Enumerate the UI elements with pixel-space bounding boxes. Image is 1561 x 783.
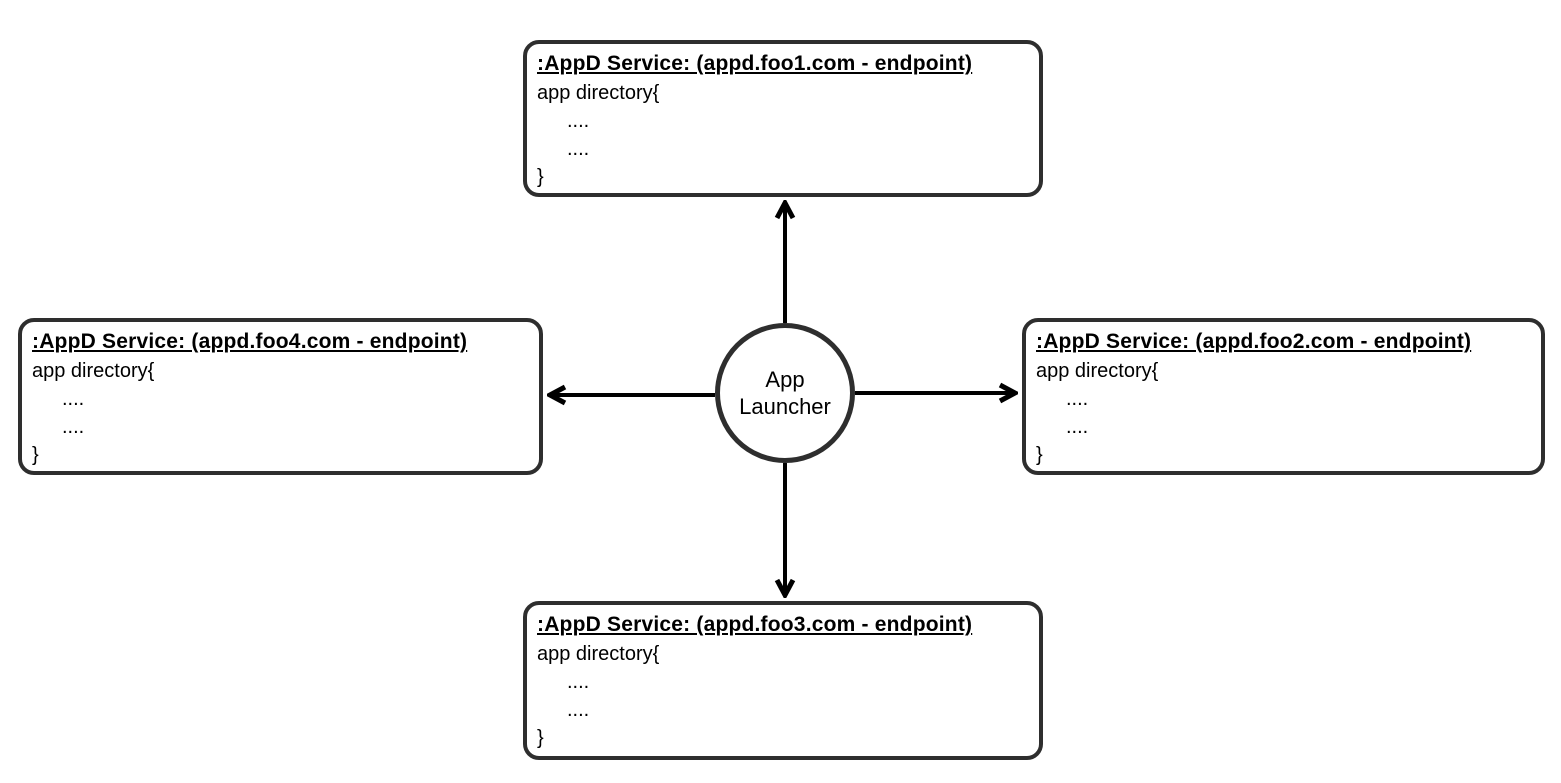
service-box-body-line: .... [62,388,85,410]
app-launcher-node: App Launcher [715,323,855,463]
service-box-title: :AppD Service: (appd.foo3.com - endpoint… [537,613,973,636]
service-box-body-line: app directory{ [537,643,660,665]
service-box-body-line: } [1036,444,1043,466]
service-box-body-line: .... [1066,388,1089,410]
service-box-foo4: :AppD Service: (appd.foo4.com - endpoint… [18,318,543,475]
service-box-body-line: app directory{ [32,360,155,382]
service-box-body-line: } [32,444,39,466]
service-box-title: :AppD Service: (appd.foo4.com - endpoint… [32,330,468,353]
service-box-body-line: .... [567,699,590,721]
service-box-title: :AppD Service: (appd.foo2.com - endpoint… [1036,330,1472,353]
service-box-body-line: app directory{ [1036,360,1159,382]
service-box-foo1: :AppD Service: (appd.foo1.com - endpoint… [523,40,1043,197]
service-box-foo2: :AppD Service: (appd.foo2.com - endpoint… [1022,318,1545,475]
service-box-title: :AppD Service: (appd.foo1.com - endpoint… [537,52,973,75]
service-box-body-line: .... [567,138,590,160]
service-box-body-line: app directory{ [537,82,660,104]
service-box-body-line: .... [567,110,590,132]
service-box-body-line: } [537,727,544,749]
app-launcher-label: App Launcher [739,367,831,419]
service-box-foo3: :AppD Service: (appd.foo3.com - endpoint… [523,601,1043,760]
service-box-body-line: } [537,166,544,188]
service-box-body-line: .... [567,671,590,693]
service-box-body-line: .... [62,416,85,438]
service-box-body-line: .... [1066,416,1089,438]
